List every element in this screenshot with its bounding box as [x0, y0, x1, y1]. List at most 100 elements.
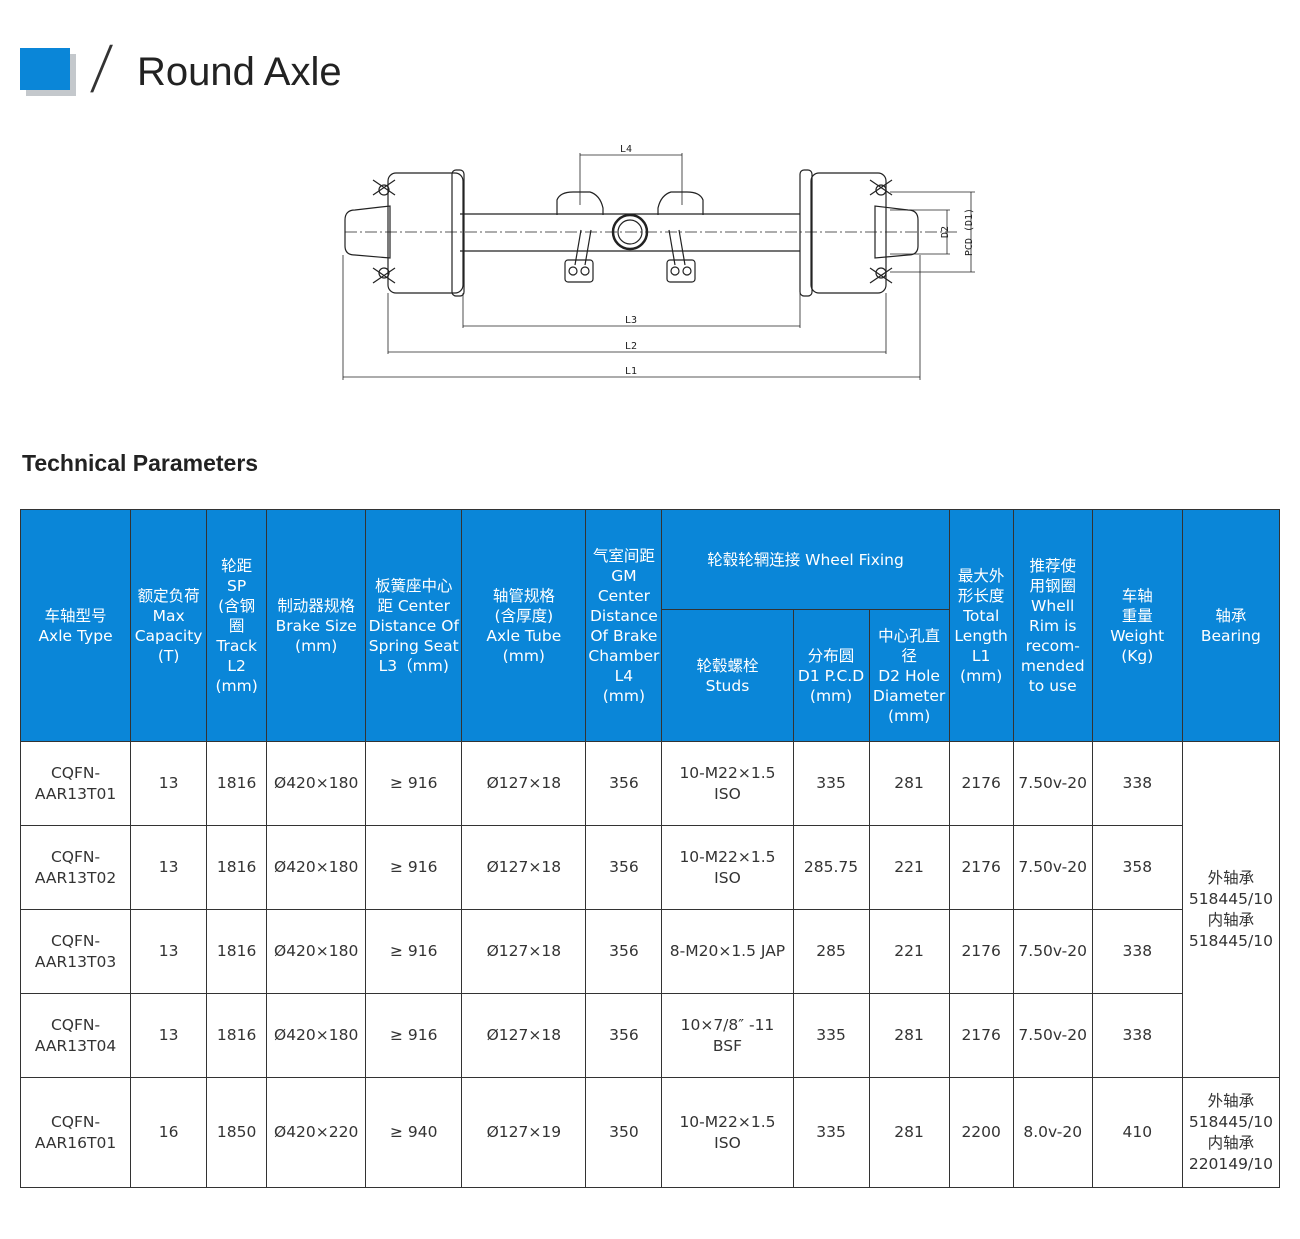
col-weight: 车轴 重量 Weight (Kg) — [1091, 509, 1183, 742]
cell-length: 2176 — [948, 909, 1014, 994]
right-spring-seat — [657, 191, 704, 215]
cell-track: 1816 — [206, 993, 268, 1078]
table-row: CQFN- AAR16T01 16 1850 Ø420×220 ≥ 940 Ø1… — [19, 1077, 1281, 1188]
header-slash: / — [88, 33, 116, 101]
cell-length: 2200 — [948, 1077, 1014, 1188]
cell-rim: 8.0v-20 — [1012, 1077, 1093, 1188]
cell-chamber: 356 — [585, 993, 663, 1078]
right-brake-chamber — [666, 229, 696, 283]
section-title: Technical Parameters — [22, 450, 259, 476]
cell-tube: Ø127×18 — [461, 741, 587, 826]
cell-rim: 7.50v-20 — [1012, 909, 1093, 994]
cell-spring: ≥ 916 — [365, 909, 463, 994]
cell-capacity: 13 — [130, 825, 208, 910]
cell-weight: 338 — [1091, 741, 1183, 826]
col-bearing: 轴承 Bearing — [1181, 509, 1281, 742]
table-row: CQFN- AAR13T04 13 1816 Ø420×180 ≥ 916 Ø1… — [19, 993, 1280, 1078]
page-title: Round Axle — [137, 50, 342, 94]
cell-pcd: 285.75 — [792, 825, 870, 910]
cell-type: CQFN- AAR13T01 — [19, 741, 132, 826]
cell-track: 1816 — [206, 825, 268, 910]
cell-brake: Ø420×180 — [266, 825, 367, 910]
cell-tube: Ø127×18 — [461, 825, 587, 910]
cell-weight: 338 — [1091, 993, 1183, 1078]
cell-track: 1816 — [206, 909, 268, 994]
axle-tube-section-inner — [617, 219, 643, 245]
cell-track: 1816 — [206, 741, 268, 826]
table-row: CQFN- AAR13T03 13 1816 Ø420×180 ≥ 916 Ø1… — [19, 909, 1280, 994]
cell-weight: 410 — [1091, 1077, 1183, 1188]
left-brake-drum — [387, 172, 464, 294]
cell-chamber: 356 — [585, 825, 663, 910]
cell-studs: 10-M22×1.5 ISO — [661, 825, 794, 910]
left-drum-flange — [451, 169, 465, 297]
table-row: CQFN- AAR13T02 13 1816 Ø420×180 ≥ 916 Ø1… — [19, 825, 1280, 910]
cell-brake: Ø420×180 — [266, 909, 367, 994]
left-studs — [372, 179, 396, 284]
header-accent-block — [20, 48, 70, 90]
col-axle-tube: 轴管规格 (含厚度) Axle Tube (mm) — [461, 509, 587, 742]
col-capacity: 额定负荷 Max Capacity (T) — [130, 509, 208, 742]
label-l1: L1 — [625, 366, 637, 377]
right-hub — [874, 205, 919, 259]
cell-weight: 358 — [1091, 825, 1183, 910]
cell-hole: 221 — [868, 825, 950, 910]
cell-rim: 7.50v-20 — [1012, 825, 1093, 910]
cell-tube: Ø127×18 — [461, 993, 587, 1078]
cell-type: CQFN- AAR13T03 — [19, 909, 132, 994]
cell-weight: 338 — [1091, 909, 1183, 994]
cell-spring: ≥ 916 — [365, 993, 463, 1078]
technical-parameters-table: 车轴型号 Axle Type 额定负荷 Max Capacity (T) 轮距 … — [19, 509, 1281, 1188]
cell-hole: 221 — [868, 909, 950, 994]
cell-track: 1850 — [206, 1077, 268, 1188]
cell-length: 2176 — [948, 825, 1014, 910]
label-d2: D2 — [940, 226, 951, 238]
cell-capacity: 13 — [130, 741, 208, 826]
col-brake-size: 制动器规格 Brake Size (mm) — [266, 509, 367, 742]
cell-tube: Ø127×18 — [461, 909, 587, 994]
cell-studs: 8-M20×1.5 JAP — [661, 909, 794, 994]
label-l4: L4 — [620, 144, 632, 155]
col-track: 轮距 SP (含钢 圈 Track L2 (mm) — [206, 509, 268, 742]
col-rim: 推荐使 用钢圈 Whell Rim is recom- mended to us… — [1012, 509, 1093, 742]
cell-rim: 7.50v-20 — [1012, 741, 1093, 826]
right-brake-drum — [810, 172, 887, 294]
label-l2: L2 — [625, 341, 637, 352]
header-row: 车轴型号 Axle Type 额定负荷 Max Capacity (T) 轮距 … — [19, 509, 1281, 742]
cell-studs: 10×7/8″ -11 BSF — [661, 993, 794, 1078]
cell-type: CQFN- AAR13T02 — [19, 825, 132, 910]
dimension-lines — [342, 153, 975, 380]
col-spring-seat: 板簧座中心 距 Center Distance Of Spring Seat L… — [365, 509, 463, 742]
table-row: CQFN- AAR13T01 13 1816 Ø420×180 ≥ 916 Ø1… — [19, 741, 1281, 1078]
cell-brake: Ø420×220 — [266, 1077, 367, 1188]
col-pcd: 分布圆 D1 P.C.D (mm) — [792, 609, 870, 742]
cell-pcd: 285 — [792, 909, 870, 994]
cell-studs: 10-M22×1.5 ISO — [661, 1077, 794, 1188]
cell-pcd: 335 — [792, 1077, 870, 1188]
header-subrow: 轮毂螺栓 Studs 分布圆 D1 P.C.D (mm) 中心孔直 径 D2 H… — [21, 609, 1280, 742]
cell-chamber: 356 — [585, 741, 663, 826]
left-brake-chamber — [564, 229, 594, 283]
left-spring-seat — [556, 191, 604, 215]
col-hole-diameter: 中心孔直 径 D2 Hole Diameter (mm) — [868, 609, 950, 742]
col-brake-chamber: 气室间距 GM Center Distance Of Brake Chamber… — [585, 509, 663, 742]
cell-type: CQFN- AAR13T04 — [19, 993, 132, 1078]
cell-brake: Ø420×180 — [266, 741, 367, 826]
cell-chamber: 356 — [585, 909, 663, 994]
right-studs — [869, 179, 893, 284]
cell-rim: 7.50v-20 — [1012, 993, 1093, 1078]
col-axle-type: 车轴型号 Axle Type — [19, 509, 132, 742]
col-total-length: 最大外 形长度 Total Length L1 (mm) — [948, 509, 1014, 742]
cell-tube: Ø127×19 — [461, 1077, 587, 1188]
cell-type: CQFN- AAR16T01 — [19, 1077, 132, 1188]
cell-capacity: 13 — [130, 909, 208, 994]
cell-spring: ≥ 916 — [365, 741, 463, 826]
label-pcd: PCD (D1) — [964, 208, 975, 256]
cell-hole: 281 — [868, 1077, 950, 1188]
cell-spring: ≥ 940 — [365, 1077, 463, 1188]
col-studs: 轮毂螺栓 Studs — [661, 609, 794, 742]
col-wheel-fixing: 轮毂轮辋连接 Wheel Fixing — [661, 509, 950, 610]
cell-hole: 281 — [868, 993, 950, 1078]
cell-hole: 281 — [868, 741, 950, 826]
cell-bearing-group-1: 外轴承 518445/10 内轴承 518445/10 — [1181, 741, 1281, 1078]
